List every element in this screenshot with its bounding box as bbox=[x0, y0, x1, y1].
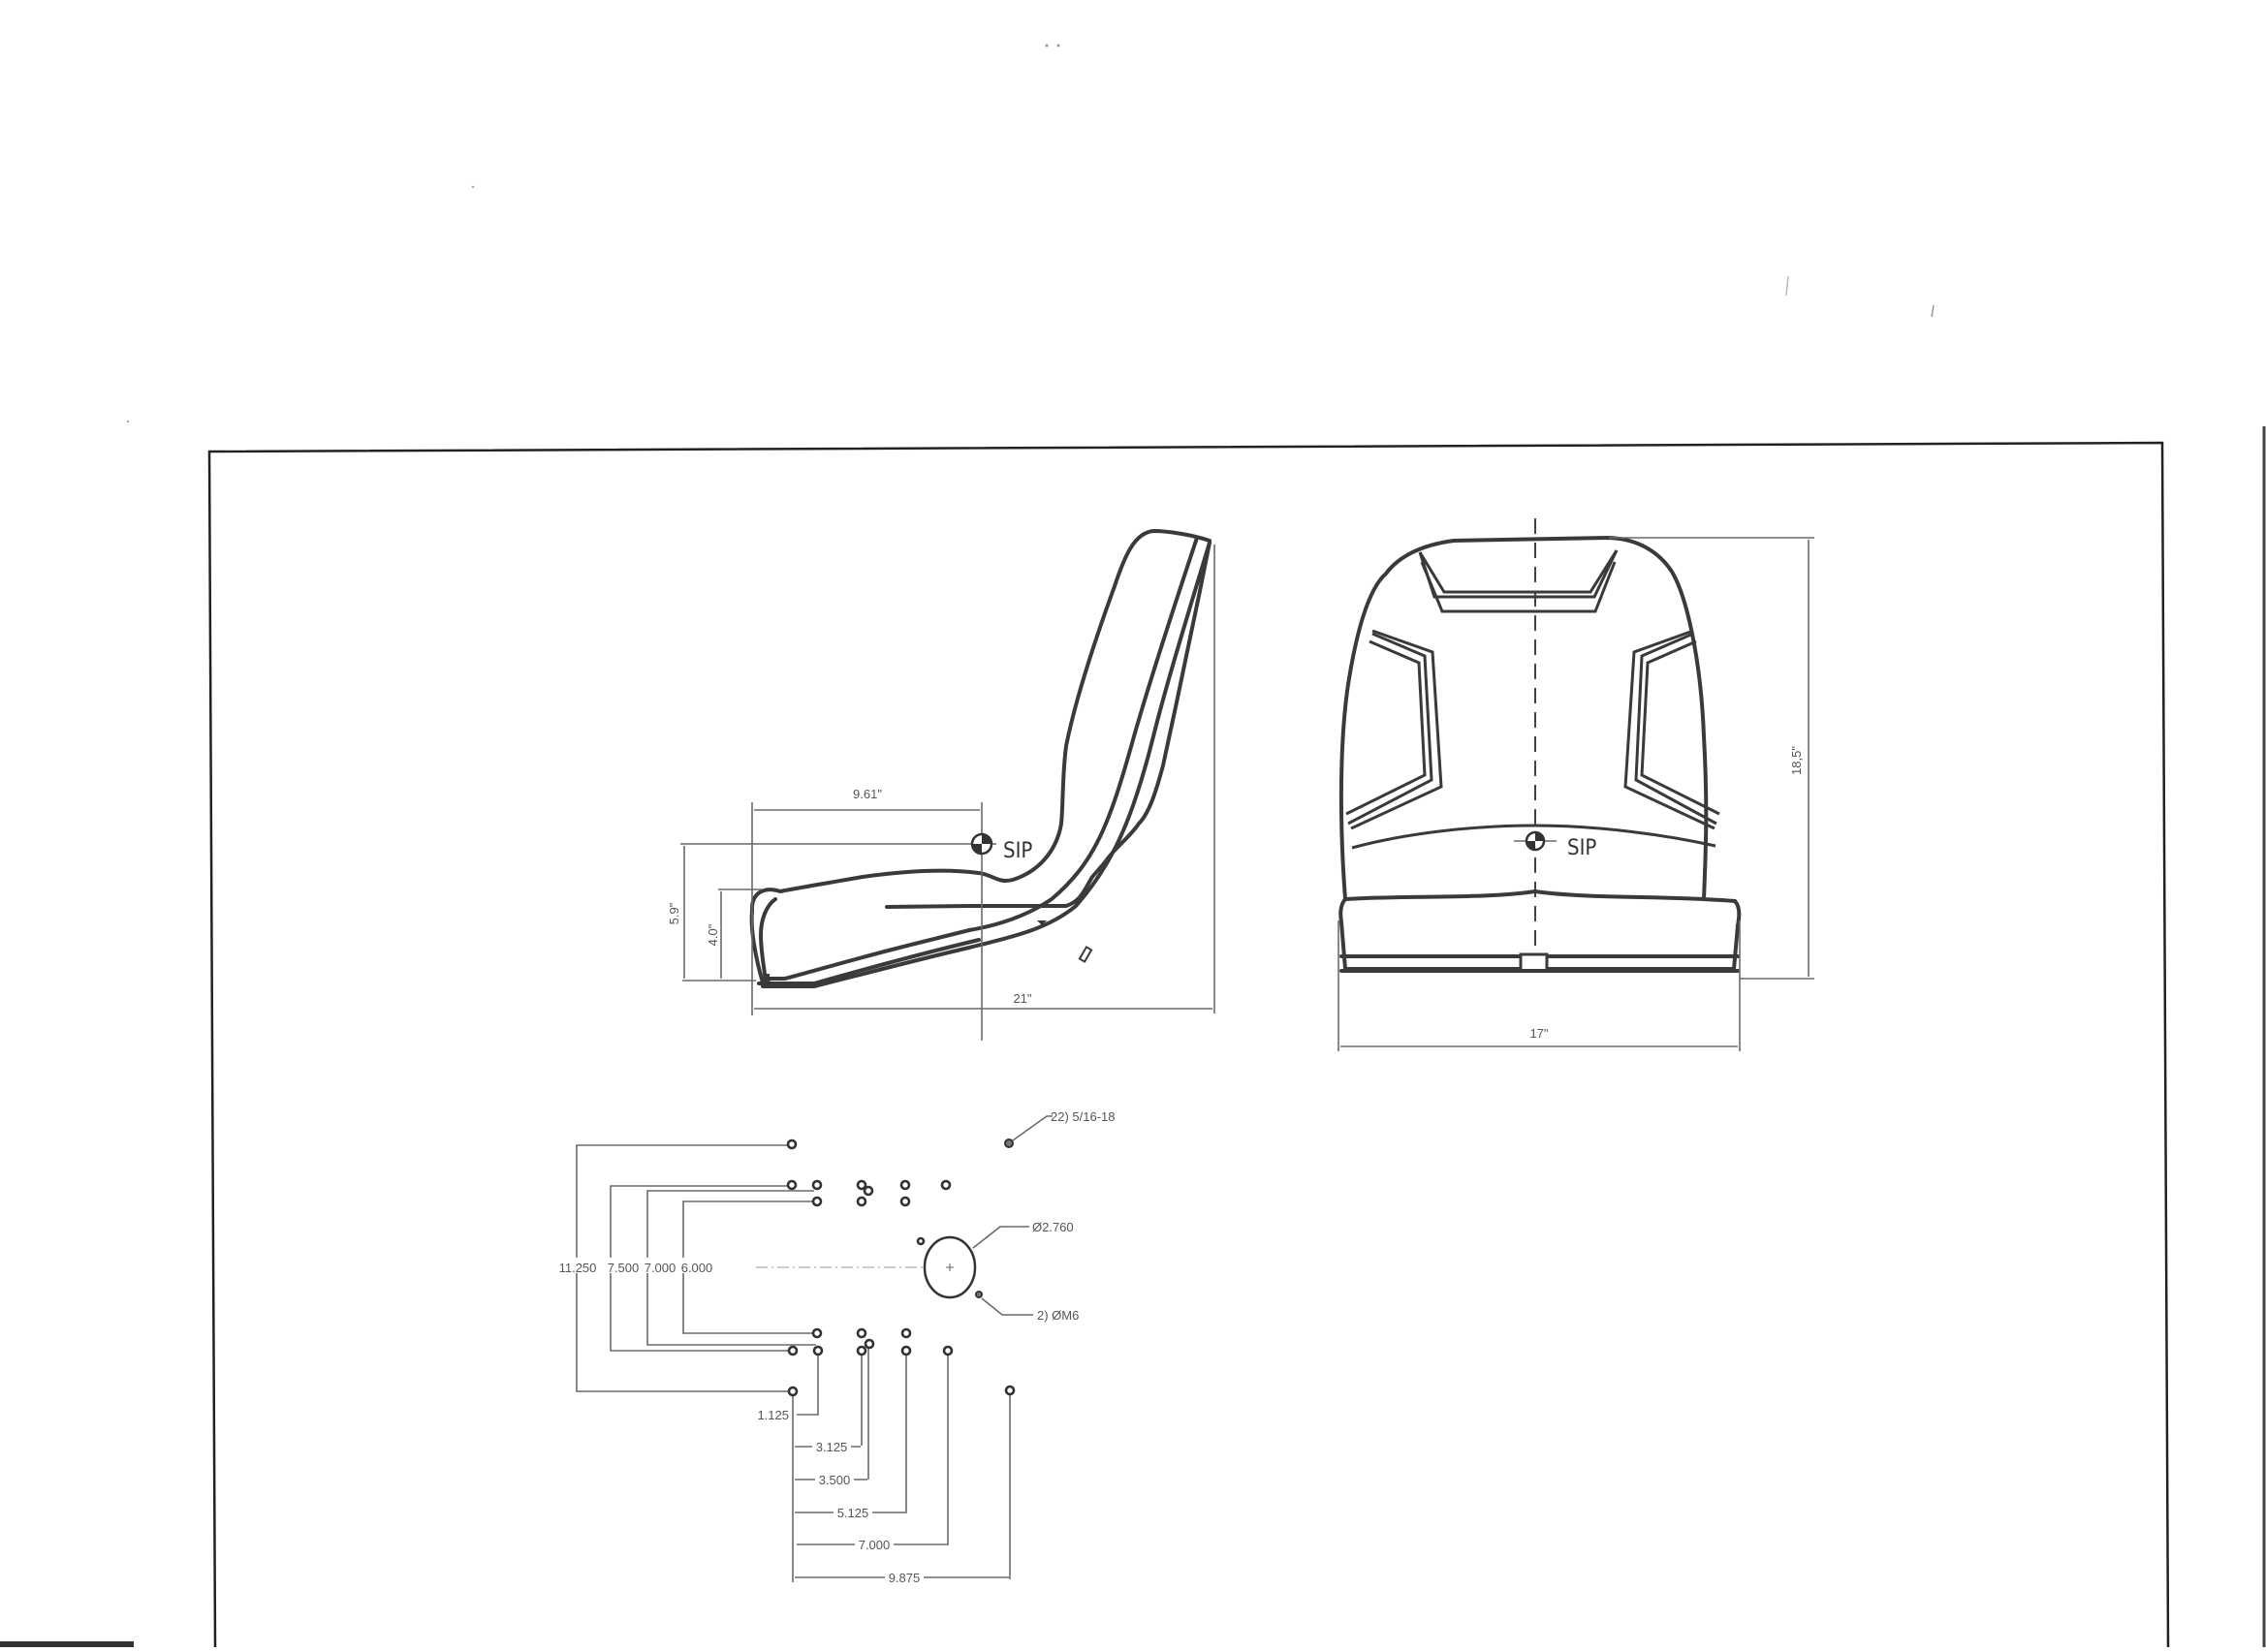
bolt-hole bbox=[856, 1179, 867, 1191]
bolt-hole bbox=[856, 1345, 867, 1356]
bolt-hole bbox=[1004, 1385, 1016, 1396]
bolt-hole bbox=[856, 1327, 867, 1339]
bolt-hole bbox=[940, 1179, 952, 1191]
bolt-hole bbox=[812, 1345, 824, 1356]
dim-front-width: 17" bbox=[1529, 1026, 1548, 1041]
bolt-hole bbox=[899, 1196, 911, 1207]
dim-sip-horizontal: 9.61" bbox=[853, 787, 882, 801]
callout-center-hole: Ø2.760 bbox=[1032, 1220, 1074, 1234]
bolt-hole bbox=[811, 1179, 823, 1191]
hdim-5125: 5.125 bbox=[837, 1506, 869, 1520]
bolt-hole bbox=[811, 1196, 823, 1207]
bolt-hole bbox=[786, 1179, 798, 1191]
side-view: 9.61" SIP 5.9" 4.0" 21" bbox=[667, 529, 1215, 1041]
bolt-hole bbox=[787, 1386, 799, 1397]
bolt-hole bbox=[899, 1179, 911, 1191]
bolt-hole bbox=[786, 1138, 798, 1150]
m6-hole bbox=[975, 1291, 983, 1298]
bolt-hole bbox=[864, 1338, 875, 1350]
hdim-9875: 9.875 bbox=[889, 1571, 921, 1585]
vdim-7500: 7.500 bbox=[608, 1261, 640, 1275]
drawing-frame bbox=[207, 441, 2170, 1648]
callout-threaded-holes: 22) 5/16-18 bbox=[1051, 1109, 1116, 1124]
dim-sip-height: 5.9" bbox=[667, 902, 681, 924]
callout-m6-holes: 2) ØM6 bbox=[1037, 1308, 1079, 1323]
front-view: SIP 18,5" 17" bbox=[1338, 518, 1814, 1051]
mounting-bolt-pattern: 11.250 7.500 7.000 6.000 1.125 3.125 3.5… bbox=[552, 1109, 1116, 1585]
bolt-hole bbox=[787, 1345, 799, 1356]
bolt-hole bbox=[811, 1327, 823, 1339]
hdim-1125: 1.125 bbox=[757, 1408, 789, 1422]
vdim-11250: 11.250 bbox=[559, 1261, 597, 1275]
dim-front-height: 18,5" bbox=[1789, 746, 1804, 775]
bolt-hole bbox=[900, 1327, 912, 1339]
vdim-6000: 6.000 bbox=[681, 1261, 713, 1275]
bolt-hole bbox=[942, 1345, 954, 1356]
m6-hole bbox=[916, 1236, 926, 1246]
bolt-hole bbox=[856, 1196, 867, 1207]
bolt-hole bbox=[900, 1345, 912, 1356]
vdim-7000: 7.000 bbox=[645, 1261, 677, 1275]
dim-overall-depth: 21" bbox=[1013, 991, 1031, 1006]
dim-cushion-height: 4.0" bbox=[706, 923, 720, 946]
bolt-hole bbox=[863, 1185, 874, 1197]
scan-artifacts bbox=[0, 44, 2266, 1647]
sip-label-side: SIP bbox=[1003, 839, 1032, 863]
hdim-3500: 3.500 bbox=[819, 1473, 851, 1487]
bolt-hole bbox=[1004, 1138, 1014, 1148]
hdim-3125: 3.125 bbox=[816, 1440, 848, 1454]
sip-label-front: SIP bbox=[1567, 836, 1596, 860]
hdim-7000: 7.000 bbox=[859, 1538, 891, 1552]
